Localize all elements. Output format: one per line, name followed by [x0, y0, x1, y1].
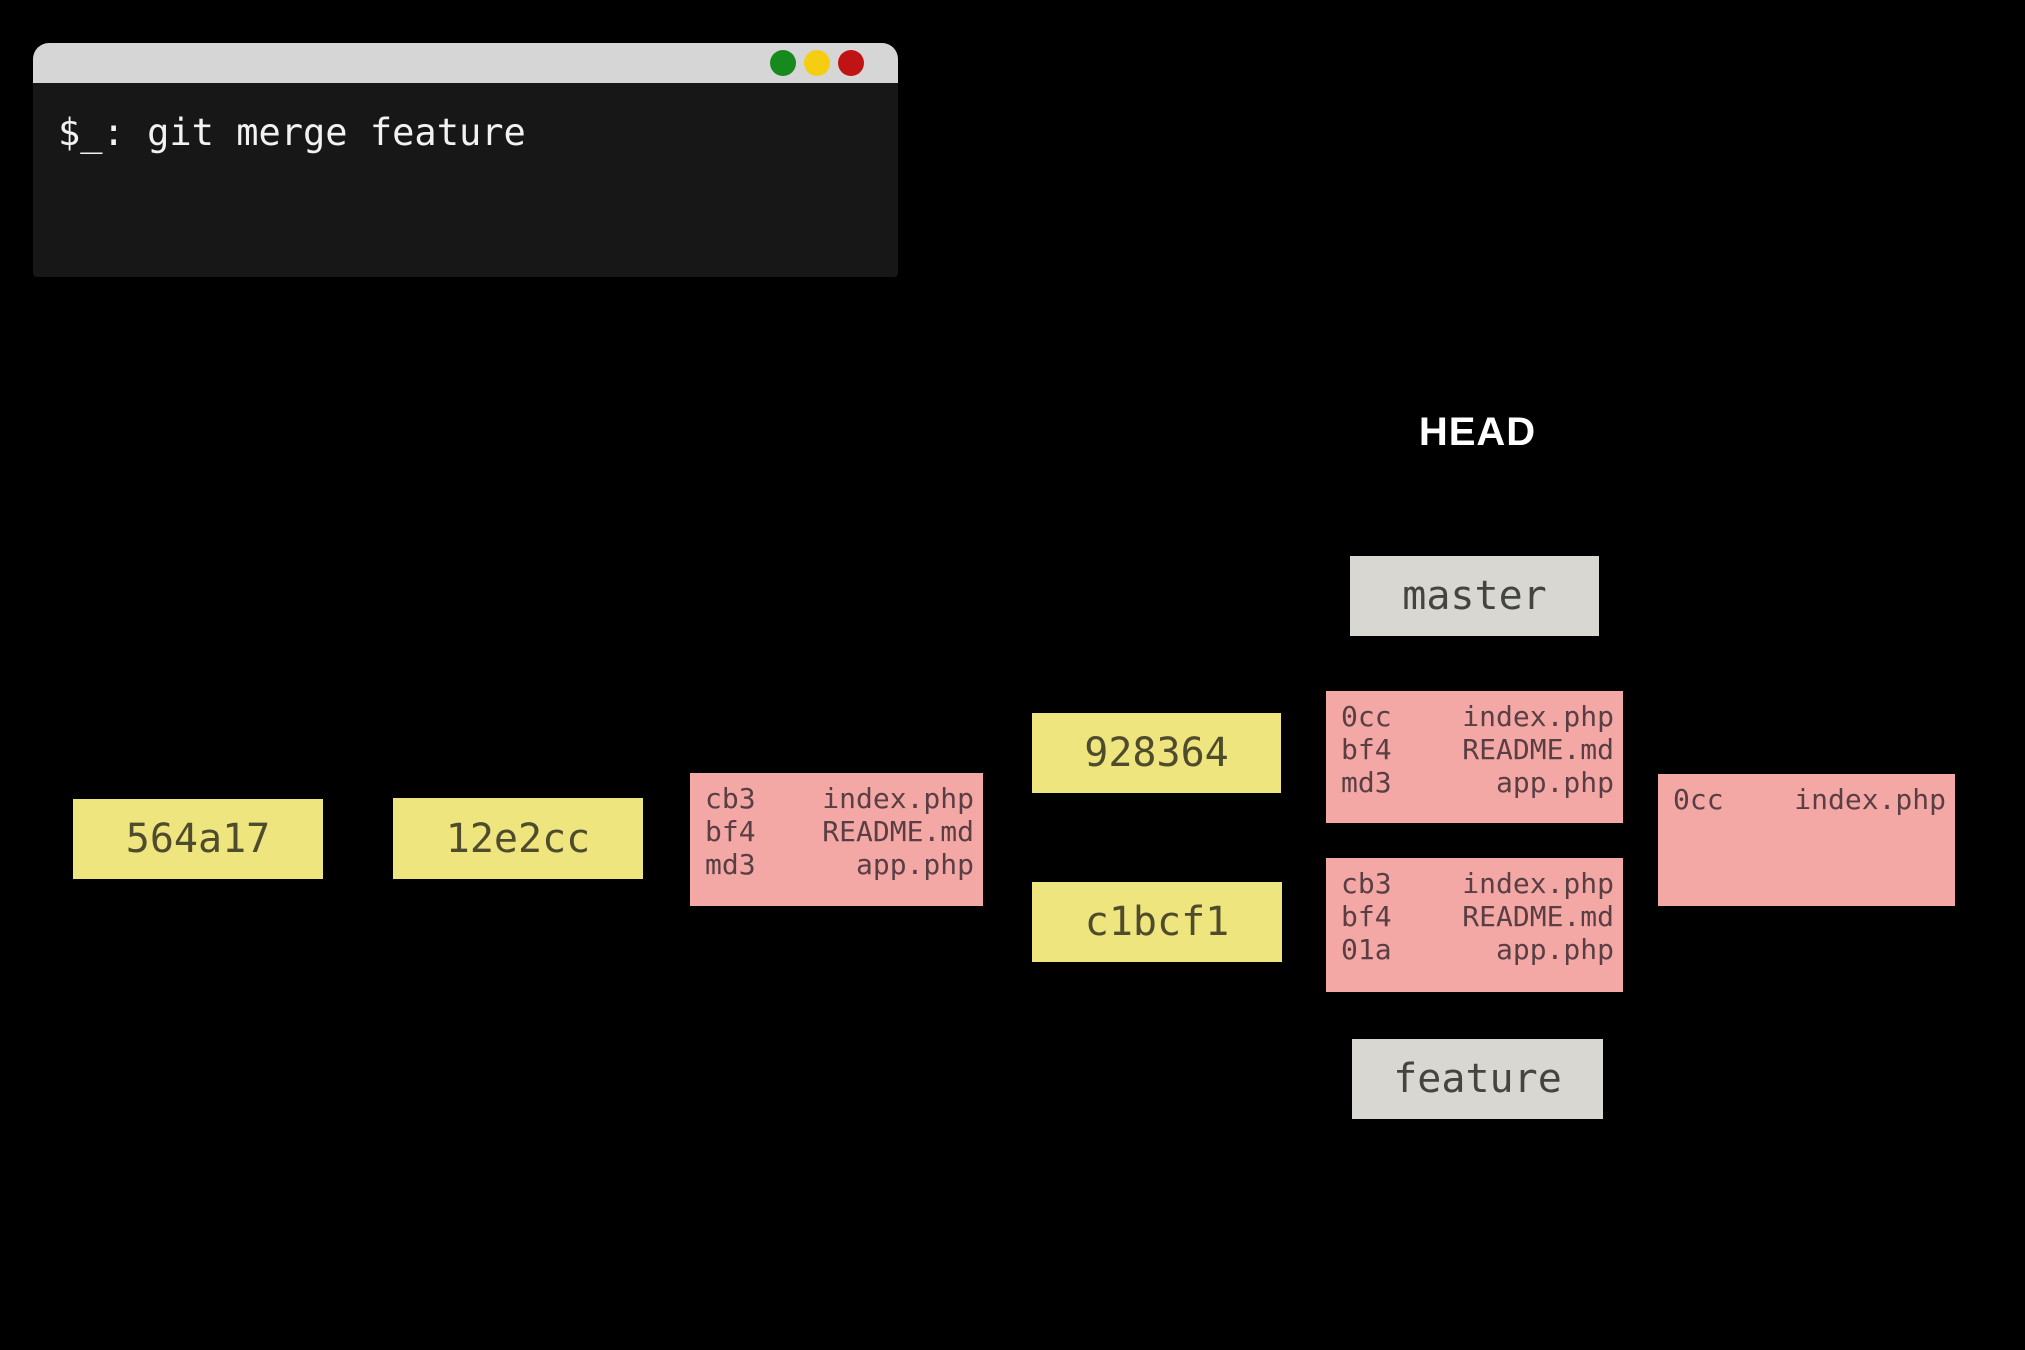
blob-hash: cb3 — [1341, 867, 1392, 900]
blob-hash: md3 — [705, 848, 756, 881]
blob-file: README.md — [1462, 900, 1614, 933]
commit-box-928364: 928364 — [1032, 713, 1281, 793]
blob-hash: bf4 — [1341, 900, 1392, 933]
blob-file: app.php — [1495, 933, 1614, 966]
blob-hash: cb3 — [705, 782, 756, 815]
branch-label-master: master — [1350, 556, 1599, 636]
tree-box-feature: cb3 index.php bf4 README.md 01a app.php — [1326, 858, 1623, 992]
tree-row: 0cc index.php — [1673, 783, 1946, 816]
blob-file: index.php — [822, 782, 974, 815]
blob-file: README.md — [1462, 733, 1614, 766]
blob-hash: bf4 — [705, 815, 756, 848]
terminal-titlebar — [33, 43, 898, 83]
tree-row: cb3 index.php — [1341, 867, 1614, 900]
blob-file: index.php — [1462, 867, 1614, 900]
blob-hash: md3 — [1341, 766, 1392, 799]
traffic-light-green-icon — [770, 50, 796, 76]
terminal-command: $_: git merge feature — [58, 111, 526, 154]
terminal-body: $_: git merge feature — [33, 83, 898, 277]
blob-file: README.md — [822, 815, 974, 848]
commit-box-564a17: 564a17 — [73, 799, 323, 879]
tree-row: md3 app.php — [705, 848, 974, 881]
blob-hash: bf4 — [1341, 733, 1392, 766]
branch-label-feature: feature — [1352, 1039, 1603, 1119]
blob-hash: 01a — [1341, 933, 1392, 966]
traffic-light-red-icon — [838, 50, 864, 76]
blob-file: app.php — [1495, 766, 1614, 799]
tree-row: bf4 README.md — [1341, 733, 1614, 766]
blob-file: index.php — [1794, 783, 1946, 816]
blob-file: index.php — [1462, 700, 1614, 733]
tree-box-base: cb3 index.php bf4 README.md md3 app.php — [690, 773, 983, 906]
tree-row: bf4 README.md — [1341, 900, 1614, 933]
tree-row: 01a app.php — [1341, 933, 1614, 966]
tree-row: 0cc index.php — [1341, 700, 1614, 733]
blob-file: app.php — [855, 848, 974, 881]
blob-hash: 0cc — [1673, 783, 1724, 816]
tree-box-master: 0cc index.php bf4 README.md md3 app.php — [1326, 691, 1623, 823]
tree-row: cb3 index.php — [705, 782, 974, 815]
commit-box-12e2cc: 12e2cc — [393, 798, 643, 879]
terminal-window: $_: git merge feature — [33, 43, 898, 277]
tree-box-merge-result: 0cc index.php — [1658, 774, 1955, 906]
blob-hash: 0cc — [1341, 700, 1392, 733]
traffic-light-yellow-icon — [804, 50, 830, 76]
tree-row: md3 app.php — [1341, 766, 1614, 799]
commit-box-c1bcf1: c1bcf1 — [1032, 882, 1282, 962]
tree-row: bf4 README.md — [705, 815, 974, 848]
head-label: HEAD — [1418, 410, 1537, 454]
